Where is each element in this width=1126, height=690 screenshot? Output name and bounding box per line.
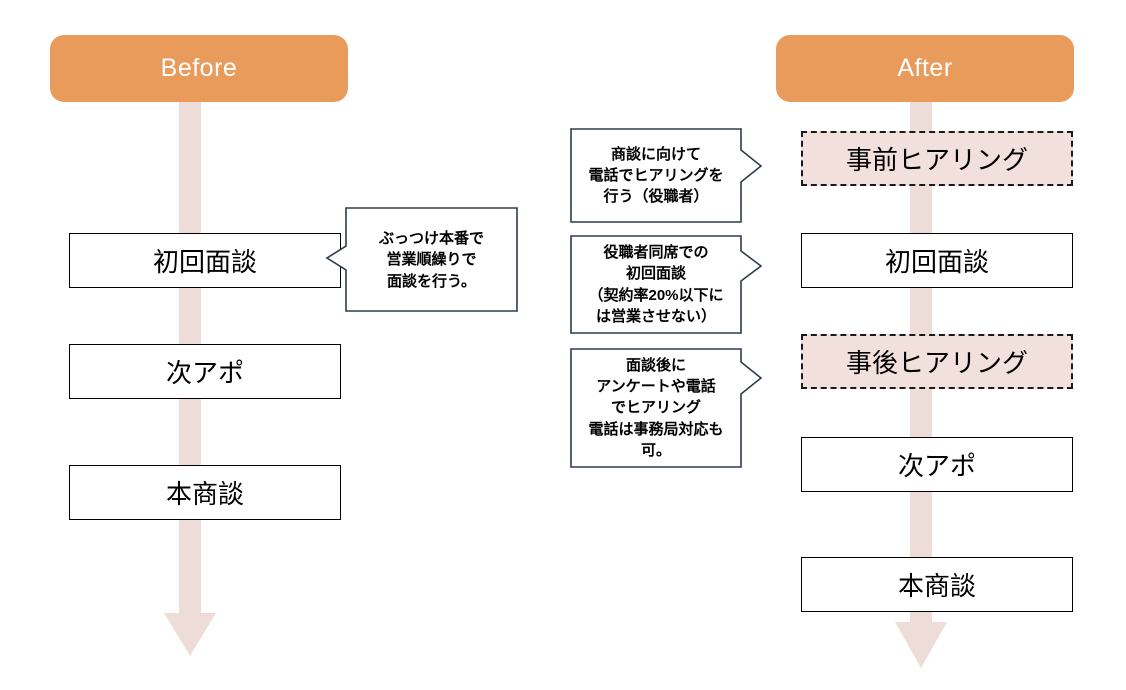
stage-box-after-4-label: 次アポ [897, 451, 976, 481]
stage-box-after-3-label: 事後ヒアリング [845, 348, 1028, 378]
callout-after-3[interactable]: 面談後に アンケートや電話 でヒアリング 電話は事務局対応も 可。 [570, 348, 763, 468]
callout-before-1-text: ぶっつけ本番で 営業順繰りで 面談を行う。 [346, 208, 517, 312]
callout-before-1-line-2: 営業順繰りで [386, 251, 477, 269]
callout-after-3-line-5: 可。 [640, 441, 671, 459]
stage-box-after-5[interactable]: 本商談 [801, 557, 1073, 612]
callout-after-2-line-1: 役職者同席での [603, 243, 709, 261]
stage-box-before-1-label: 初回面談 [152, 247, 257, 277]
stage-box-before-3-label: 本商談 [165, 479, 244, 509]
callout-after-1-line-1: 商談に向けて [610, 145, 701, 163]
callout-after-1-text: 商談に向けて 電話でヒアリングを 行う（役職者） [571, 129, 741, 222]
column-header-after: After [776, 35, 1074, 102]
callout-after-3-line-1: 面談後に [625, 356, 686, 374]
callout-after-2-line-4: は営業させない） [595, 307, 716, 325]
callout-after-3-text: 面談後に アンケートや電話 でヒアリング 電話は事務局対応も 可。 [571, 349, 741, 467]
stage-box-before-3[interactable]: 本商談 [69, 465, 341, 520]
callout-after-2-line-2: 初回面談 [625, 265, 686, 283]
callout-before-1[interactable]: ぶっつけ本番で 営業順繰りで 面談を行う。 [325, 207, 518, 312]
column-header-after-label: After [897, 54, 953, 82]
callout-after-1[interactable]: 商談に向けて 電話でヒアリングを 行う（役職者） [570, 128, 763, 223]
callout-before-1-line-3: 面談を行う。 [386, 272, 477, 290]
stage-box-after-4[interactable]: 次アポ [801, 437, 1073, 492]
callout-after-3-line-4: 電話は事務局対応も [588, 420, 724, 438]
stage-box-after-1-label: 事前ヒアリング [845, 145, 1028, 175]
column-header-before: Before [50, 35, 348, 102]
column-header-before-label: Before [160, 54, 238, 82]
callout-after-1-line-3: 行う（役職者） [603, 188, 709, 206]
stage-box-before-2-label: 次アポ [165, 358, 244, 388]
callout-after-2-text: 役職者同席での 初回面談 （契約率20%以下に は営業させない） [571, 236, 741, 333]
callout-after-3-line-2: アンケートや電話 [596, 378, 716, 396]
stage-box-after-2[interactable]: 初回面談 [801, 233, 1073, 288]
stage-box-after-5-label: 本商談 [897, 571, 976, 601]
callout-after-3-line-3: でヒアリング [610, 399, 701, 417]
callout-after-1-line-2: 電話でヒアリングを [588, 166, 724, 184]
callout-after-2-line-3: （契約率20%以下に [588, 286, 724, 304]
stage-box-after-2-label: 初回面談 [884, 247, 989, 277]
stage-box-after-3[interactable]: 事後ヒアリング [801, 334, 1073, 389]
stage-box-after-1[interactable]: 事前ヒアリング [801, 131, 1073, 186]
callout-before-1-line-1: ぶっつけ本番で [378, 230, 484, 248]
callout-after-2[interactable]: 役職者同席での 初回面談 （契約率20%以下に は営業させない） [570, 235, 763, 334]
stage-box-before-2[interactable]: 次アポ [69, 344, 341, 399]
stage-box-before-1[interactable]: 初回面談 [69, 233, 341, 288]
